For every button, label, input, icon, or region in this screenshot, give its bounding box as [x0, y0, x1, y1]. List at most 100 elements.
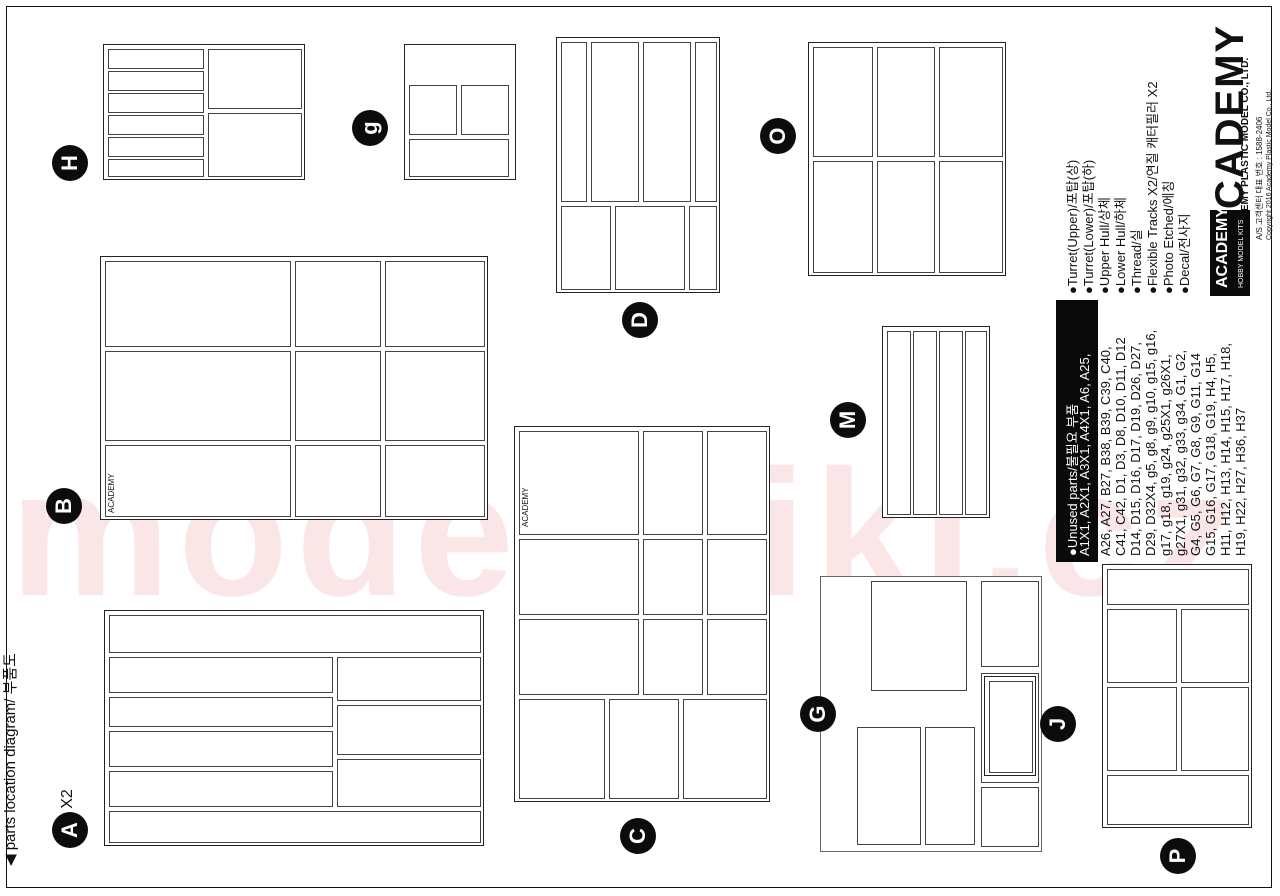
sprue-label-p: P — [1160, 838, 1196, 874]
unused-line: D14, D15, D16, D17, D19, D26, D27, — [1128, 342, 1143, 556]
sprue-cell — [108, 49, 204, 69]
sprue-label-h: H — [52, 145, 88, 181]
unused-line: G4, G5, G6, G7, G8, G9, G11, G14 — [1188, 353, 1203, 556]
brand-badge-text: ACADEMY — [1214, 207, 1231, 288]
unused-line: D29, D32X4, g5, g8, g9, g10, g15, g16, — [1143, 329, 1158, 556]
sprue-cell — [108, 115, 204, 135]
sprue-cell — [409, 139, 509, 177]
unused-line: g27X1, g31, g32, g33, g34, G1, G2, — [1173, 350, 1188, 556]
sprue-a-quantity: X2 — [58, 789, 76, 809]
sprue-cell — [591, 42, 639, 202]
sprue-cell — [1107, 609, 1177, 683]
sprue-cell — [981, 581, 1039, 667]
sprue-cell — [707, 539, 767, 615]
sprue-o — [808, 42, 1006, 276]
page-border — [6, 6, 1272, 888]
sprue-cell — [871, 581, 967, 691]
sprue-cell — [707, 619, 767, 695]
sprue-cell — [981, 673, 1039, 783]
sprue-cell — [1107, 687, 1177, 771]
sprue-cell — [1107, 569, 1249, 605]
sprue-cell — [108, 71, 204, 91]
sprue-cell — [105, 261, 291, 347]
sprue-d — [556, 37, 720, 293]
sprue-cell — [409, 85, 457, 135]
sprue-brand-mark: ACADEMY — [107, 473, 116, 513]
sprue-cell — [939, 331, 963, 515]
sprue-cell — [295, 351, 381, 441]
brand-service-number: A/S 고객센터 대표 번호 : 1588-2406 — [1255, 116, 1264, 240]
sprue-cell — [109, 657, 333, 693]
sprue-label-m: M — [830, 402, 866, 438]
unused-parts-box — [1056, 300, 1098, 562]
sprue-j — [984, 676, 1036, 776]
brand-copyright: Copyright 2016 Academy Plastic Model Co.… — [1266, 89, 1273, 240]
sprue-cell — [109, 615, 481, 653]
unused-line: H19, H22, H27, H36, H37 — [1233, 407, 1248, 556]
unused-line: H11, H12, H13, H14, H15, H17, H18, — [1218, 343, 1233, 556]
sprue-cell — [813, 47, 873, 157]
sprue-cell — [887, 331, 911, 515]
sprue-cell — [109, 731, 333, 767]
sprue-cell — [337, 705, 481, 755]
unused-line: A26, A27, B27, B38, B39, C39, C40, — [1098, 346, 1113, 556]
sprue-cell — [108, 93, 204, 113]
sprue-cell — [295, 445, 381, 517]
sprue-cell — [989, 681, 1033, 773]
brand-badge — [1210, 210, 1250, 296]
sprue-cell — [965, 331, 987, 515]
sprue-cell — [925, 727, 975, 845]
sprue-label-d: D — [622, 302, 658, 338]
sprue-cell — [109, 811, 481, 843]
sprue-cell — [337, 657, 481, 701]
sprue-cell — [295, 261, 381, 347]
sprue-cell — [337, 759, 481, 807]
sprue-label-g-large: G — [800, 696, 836, 732]
sprue-label-j: J — [1040, 706, 1076, 742]
sprue-cell — [981, 787, 1039, 847]
sprue-cell — [643, 619, 703, 695]
triangle-icon: ◀ — [2, 854, 19, 866]
sprue-cell — [385, 261, 485, 347]
sprue-h — [103, 44, 305, 180]
sprue-cell — [108, 137, 204, 157]
sprue-cell — [109, 697, 333, 727]
sprue-cell — [707, 431, 767, 535]
sprue-cell — [208, 49, 302, 109]
left-title-bar: ◀ parts location diagram/ 부품도 — [0, 0, 22, 896]
sprue-cell — [615, 206, 685, 290]
sprue-cell — [385, 445, 485, 517]
sprue-label-o: O — [760, 118, 796, 154]
unused-line: C41, C42, D1, D3, D8, D10, D11, D12 — [1113, 337, 1128, 556]
sprue-p — [1102, 564, 1252, 828]
sprue-cell — [561, 42, 587, 202]
sprue-cell — [939, 47, 1003, 157]
brand-badge-subtext: HOBBY MODEL KITS — [1238, 219, 1245, 288]
sprue-cell — [519, 431, 639, 535]
sprue-label-a: A — [52, 812, 88, 848]
unused-line: G15, G16, G17, G18, G19, H4, H5, — [1203, 352, 1218, 556]
sprue-cell — [385, 351, 485, 441]
sprue-cell — [689, 206, 717, 290]
sprue-cell — [461, 85, 509, 135]
sprue-c: ACADEMY — [514, 426, 770, 802]
sprue-cell — [877, 161, 935, 273]
sprue-cell — [939, 161, 1003, 273]
sprue-cell — [1181, 609, 1249, 683]
sprue-label-g: g — [352, 110, 388, 146]
sprue-cell — [519, 539, 639, 615]
sprue-cell — [105, 351, 291, 441]
sprue-cell — [1107, 775, 1249, 825]
sprue-cell — [877, 47, 935, 157]
sprue-cell — [643, 431, 703, 535]
sprue-brand-mark: ACADEMY — [521, 487, 530, 527]
sprue-cell — [519, 619, 639, 695]
sprue-cell — [643, 539, 703, 615]
sprue-cell — [913, 331, 937, 515]
sprue-cell — [108, 159, 204, 177]
sprue-label-b: B — [46, 488, 82, 524]
sprue-label-c: C — [620, 818, 656, 854]
sprue-cell — [105, 445, 291, 517]
sprue-cell — [109, 771, 333, 807]
